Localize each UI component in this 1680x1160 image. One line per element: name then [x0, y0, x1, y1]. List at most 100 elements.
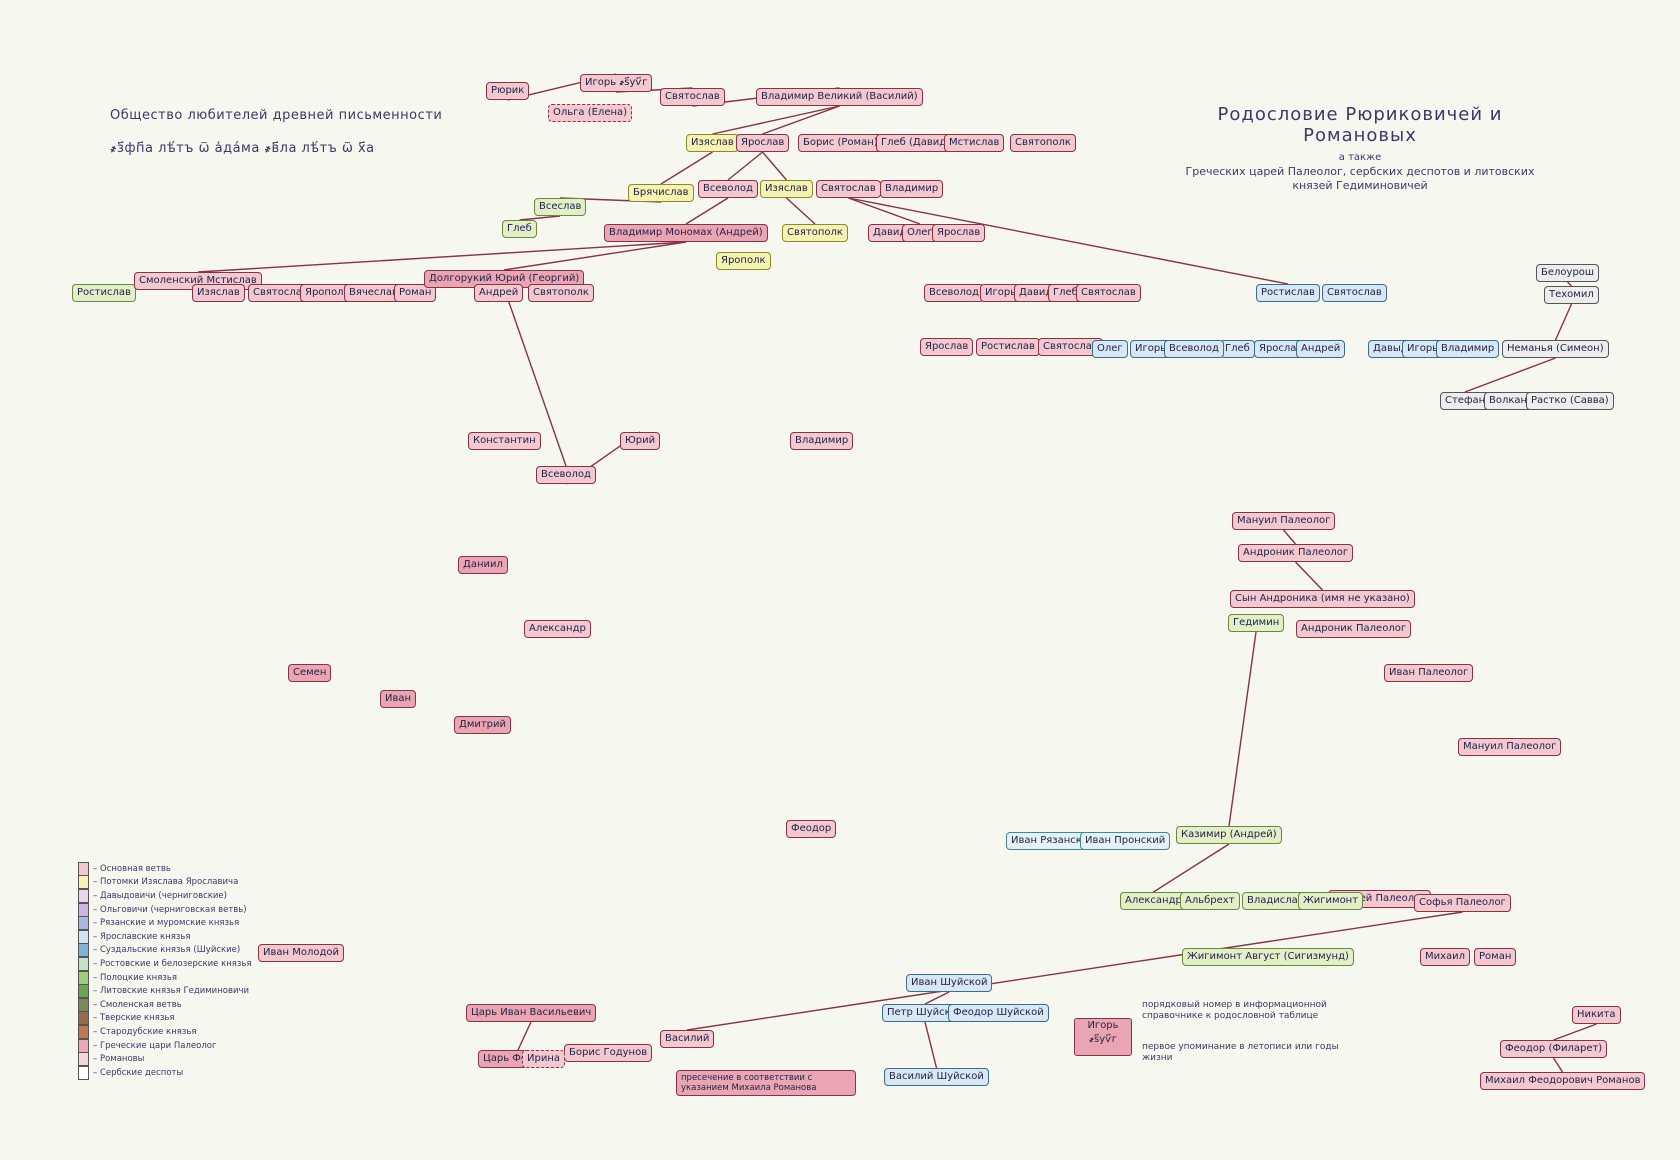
person-node-izyaslav2: Изяслав	[760, 180, 813, 198]
lineage-link-26	[924, 991, 950, 1005]
person-node-svyatopolk2: Святополк	[782, 224, 848, 242]
person-node-ivan_g: Царь Иван Васильевич	[466, 1004, 597, 1022]
person-node-nemanya: Неманья (Симеон)	[1502, 340, 1609, 358]
person-node-zhigimont2: Жигимонт	[1298, 892, 1364, 910]
person-node-aleksandr_l: Александр	[1120, 892, 1187, 910]
legend-label: – Тверские князья	[93, 1013, 175, 1024]
legend-swatch	[78, 902, 89, 917]
legend-row: – Рязанские и муромские князья	[78, 916, 252, 931]
person-node-irina: Ирина	[522, 1050, 565, 1068]
person-node-fyodor_r: Феодор	[786, 820, 837, 838]
legend-swatch	[78, 970, 89, 985]
person-node-rostislav1: Ростислав	[72, 284, 136, 302]
lineage-link-28	[503, 287, 567, 467]
person-node-ivan_k: Иван	[380, 690, 417, 708]
person-node-ivan_ryaz: Иван Рязанский	[1006, 832, 1100, 850]
legend-label: – Ярославские князья	[93, 931, 191, 942]
legend-row: – Ольговичи (черниговская ветвь)	[78, 902, 252, 917]
legend: – Основная ветвь– Потомки Изяслава Яросл…	[78, 861, 252, 1080]
legend-swatch	[78, 875, 89, 890]
person-node-stefan1: Стефан	[1440, 392, 1491, 410]
legend-row: – Основная ветвь	[78, 861, 252, 876]
person-node-albrekht: Альбрехт	[1180, 892, 1240, 910]
person-node-nikita: Никита	[1572, 1006, 1621, 1024]
person-node-ivan_m: Иван Молодой	[258, 944, 345, 962]
person-node-boris_g: Борис Годунов	[564, 1044, 653, 1062]
lineage-link-15	[848, 197, 1289, 285]
legend-swatch	[78, 1038, 89, 1053]
person-node-yury2: Юрий	[620, 432, 661, 450]
person-node-gleb1: Глеб (Давид)	[876, 134, 956, 152]
footnote-node: пресечение в соответствии с указанием Ми…	[676, 1070, 856, 1096]
legend-label: – Ольговичи (черниговская ветвь)	[93, 904, 247, 915]
person-node-andrei1: Андрей	[474, 284, 524, 302]
person-node-david1: Давид	[868, 224, 912, 242]
person-node-igor2: Игорь	[980, 284, 1022, 302]
legend-label: – Сербские деспоты	[93, 1067, 184, 1078]
person-node-fyodor_f: Феодор (Филарет)	[1500, 1040, 1608, 1058]
legend-swatch	[78, 916, 89, 931]
legend-label: – Ростовские и белозерские князья	[93, 958, 252, 969]
legend-row: – Давыдовичи (черниговские)	[78, 888, 252, 903]
page-title: Родословие Рюриковичей и Романовых	[1217, 104, 1503, 146]
legend-row: – Ярославские князья	[78, 929, 252, 944]
person-node-tehomil: Техомил	[1544, 286, 1599, 304]
legend-swatch	[78, 1024, 89, 1039]
lineage-link-25	[1552, 1057, 1564, 1073]
person-node-manuil1: Мануил Палеолог	[1232, 512, 1336, 530]
lineage-link-11	[848, 197, 921, 225]
key-sample-node: Игорь ҂ѕ҃уѵ҃г	[1074, 1018, 1132, 1056]
person-node-vsevolod3: Всеволод	[1164, 340, 1224, 358]
person-node-rostislav2: Ростислав	[1256, 284, 1320, 302]
lineage-link-7	[660, 151, 713, 185]
person-node-oleg2: Олег	[1092, 340, 1128, 358]
legend-row: – Тверские князья	[78, 1011, 252, 1026]
legend-row: – Потомки Изяслава Ярославича	[78, 875, 252, 890]
person-node-yaroslav2: Ярослав	[932, 224, 986, 242]
person-node-aleksandr_n: Александр	[524, 620, 591, 638]
key-note-year: первое упоминание в летописи или годы жи…	[1142, 1042, 1339, 1063]
lineage-link-9	[685, 197, 729, 225]
legend-label: – Рязанские и муромские князья	[93, 918, 240, 929]
person-node-sofya: Софья Палеолог	[1414, 894, 1511, 912]
person-node-yaropolk1: Ярополк	[716, 252, 771, 270]
person-node-monomakh: Владимир Мономах (Андрей)	[604, 224, 768, 242]
lineage-link-27	[924, 1021, 938, 1069]
lineage-link-30	[517, 1021, 532, 1051]
person-node-vasily3: Василий	[660, 1030, 715, 1048]
key-sample-year: ҂ѕ҃уѵ҃г	[1088, 1034, 1118, 1045]
header-right: Родословие Рюриковичей и Романовых а так…	[1180, 104, 1540, 193]
lineage-link-14	[519, 215, 561, 221]
legend-swatch	[78, 929, 89, 944]
person-node-vladimir2: Владимир	[880, 180, 944, 198]
person-node-svyatoslav2: Святослав	[816, 180, 881, 198]
legend-swatch	[78, 1011, 89, 1026]
person-node-ivan_sh: Иван Шуйской	[906, 974, 993, 992]
legend-swatch	[78, 1052, 89, 1067]
person-node-vladimir3: Владимир	[1436, 340, 1500, 358]
lineage-link-16	[1554, 303, 1573, 341]
person-node-mikhail_r: Михаил Феодорович Романов	[1480, 1072, 1646, 1090]
person-node-andrei2: Андрей	[1296, 340, 1346, 358]
legend-label: – Литовские князья Гедиминовичи	[93, 986, 250, 997]
person-node-vsevolod1: Всеволод	[698, 180, 758, 198]
lineage-link-3	[762, 105, 840, 135]
person-node-vsevolod_bg: Всеволод	[536, 466, 596, 484]
lineage-link-23	[686, 911, 1463, 1031]
person-node-ivan_pron: Иван Пронский	[1080, 832, 1171, 850]
legend-label: – Смоленская ветвь	[93, 999, 182, 1010]
lineage-link-22	[1153, 843, 1230, 893]
person-node-daniil: Даниил	[458, 556, 508, 574]
legend-swatch	[78, 888, 89, 903]
person-node-vasily_sh: Василий Шуйской	[884, 1068, 989, 1086]
legend-row: – Стародубские князья	[78, 1024, 252, 1039]
person-node-yaroslav1: Ярослав	[736, 134, 790, 152]
person-node-zhigimont: Жигимонт Август (Сигизмунд)	[1182, 948, 1354, 966]
person-node-igor3: Игорь	[1402, 340, 1444, 358]
person-node-gedimin: Гедимин	[1228, 614, 1285, 632]
lineage-link-13	[197, 241, 687, 273]
lineage-link-4	[712, 105, 840, 135]
header-left: Общество любителей древней письменности …	[110, 108, 442, 174]
